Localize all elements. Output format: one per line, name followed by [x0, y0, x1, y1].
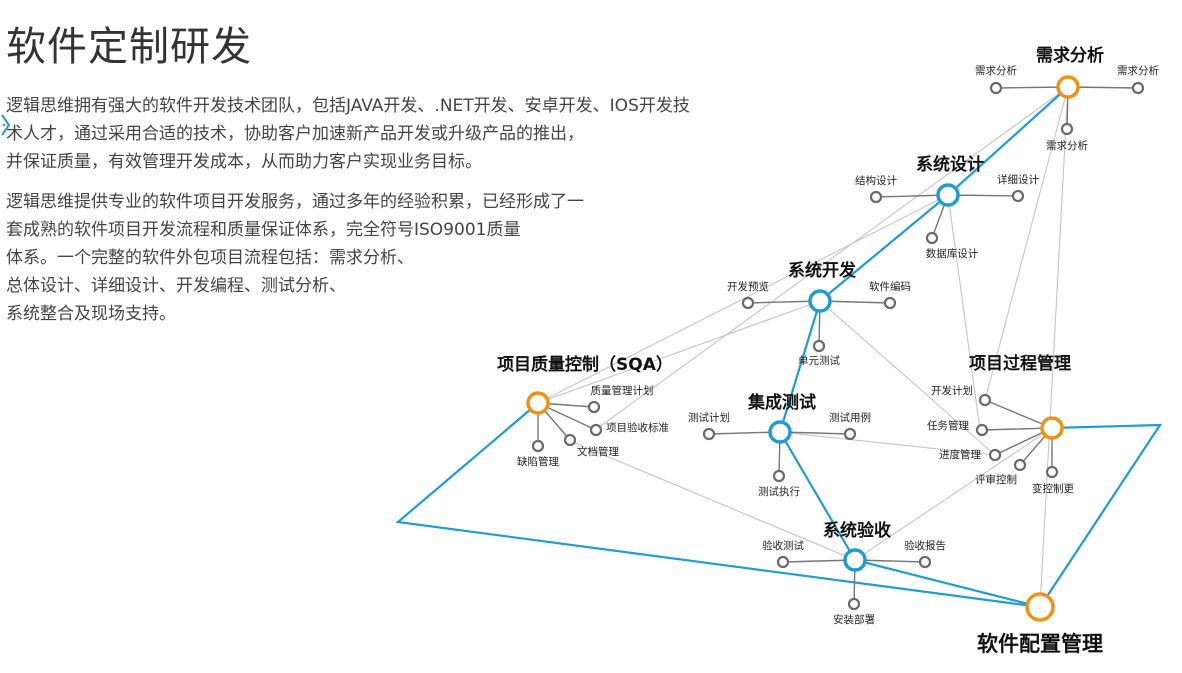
sub-node-icon [975, 423, 989, 437]
hub-integration-test: 集成测试 测试计划 测试用例 测试执行 [688, 392, 871, 498]
hub-node-icon [1056, 75, 1080, 99]
sub-label: 验收报告 [904, 539, 946, 552]
hub-node-icon [936, 183, 960, 207]
page-title: 软件定制研发 [6, 24, 252, 70]
sub-label: 项目验收标准 [606, 421, 669, 434]
sub-label: 软件编码 [869, 280, 911, 293]
sub-label: 评审控制 [975, 473, 1017, 486]
sub-node-icon [1013, 458, 1027, 472]
spokes [537, 86, 1139, 605]
sub-node-icon [812, 339, 826, 353]
hub-system-acceptance: 系统验收 验收测试 验收报告 安装部署 [762, 520, 946, 626]
hub-node-icon [1040, 416, 1064, 440]
main-flow-path [395, 86, 1163, 609]
sub-label: 开发计划 [931, 384, 973, 397]
hub-node-icon [808, 289, 832, 313]
hub-label: 系统验收 [823, 520, 891, 541]
sub-label: 变控制更 [1032, 482, 1074, 495]
intro-line: 并保证质量，有效管理开发成本，从而助力客户实现业务目标。 [6, 152, 482, 172]
detail-line: 体系。一个完整的软件外包项目流程包括：需求分析、 [6, 248, 414, 268]
hub-quality-control: 项目质量控制（SQA） 质量管理计划 项目验收标准 文档管理 缺陷管理 [497, 354, 673, 468]
sub-label: 测试计划 [688, 411, 730, 424]
sub-node-icon [589, 423, 603, 437]
scroll-grip-icon[interactable] [0, 112, 12, 138]
sub-label: 详细设计 [997, 173, 1039, 186]
sub-node-icon [776, 555, 790, 569]
intro-line: 术人才，通过采用合适的技术，协助客户加速新产品开发或升级产品的推出， [6, 124, 584, 144]
hub-label: 软件配置管理 [977, 632, 1103, 656]
gray-links [537, 86, 1069, 608]
hub-label: 系统开发 [788, 260, 857, 281]
sub-node-icon [1060, 122, 1074, 136]
sub-label: 缺陷管理 [517, 455, 559, 468]
sub-label: 需求分析 [1046, 139, 1088, 152]
sub-label: 结构设计 [855, 174, 897, 187]
sub-node-icon [918, 555, 932, 569]
detail-line: 套成熟的软件项目开发流程和质量保证体系，完全符号ISO9001质量 [6, 220, 521, 240]
hub-label: 项目过程管理 [969, 353, 1071, 374]
sub-node-icon [978, 393, 992, 407]
intro-text: 逻辑思维拥有强大的软件开发技术团队，包括JAVA开发、.NET开发、安卓开发、I… [6, 92, 756, 328]
hub-node-icon [1025, 592, 1055, 622]
hub-node-icon [768, 420, 792, 444]
sub-label: 测试用例 [829, 411, 871, 424]
sub-node-icon [531, 439, 545, 453]
sub-label: 质量管理计划 [591, 384, 654, 397]
detail-line: 逻辑思维提供专业的软件项目开发服务，通过多年的经验积累，已经形成了一 [6, 192, 584, 212]
sub-label: 测试执行 [758, 485, 800, 498]
hub-system-development: 系统开发 开发预览 软件编码 单元测试 [727, 260, 911, 367]
sub-node-icon [925, 231, 939, 245]
sub-node-icon [563, 433, 577, 447]
sub-node-icon [988, 448, 1002, 462]
sub-node-icon [869, 190, 883, 204]
sub-label: 开发预览 [727, 280, 769, 293]
sub-label: 需求分析 [1117, 64, 1159, 77]
hub-label: 项目质量控制（SQA） [497, 354, 673, 375]
detail-line: 系统整合及现场支持。 [6, 304, 176, 324]
sub-label: 数据库设计 [926, 247, 979, 260]
sub-label: 需求分析 [975, 64, 1017, 77]
sub-label: 文档管理 [577, 445, 619, 458]
sub-node-icon [883, 296, 897, 310]
hub-label: 集成测试 [747, 392, 816, 413]
hub-label: 系统设计 [916, 154, 984, 175]
sub-node-icon [989, 81, 1003, 95]
sub-node-icon [847, 597, 861, 611]
intro-line: 逻辑思维拥有强大的软件开发技术团队，包括JAVA开发、.NET开发、安卓开发、I… [6, 96, 690, 116]
hub-configuration-management: 软件配置管理 [977, 592, 1103, 656]
sub-label: 进度管理 [939, 448, 981, 461]
hub-requirements-analysis: 需求分析 需求分析 需求分析 需求分析 [975, 45, 1159, 152]
sub-label: 单元测试 [798, 354, 840, 367]
hub-label: 需求分析 [1036, 45, 1104, 66]
sub-node-icon [1011, 189, 1025, 203]
detail-line: 总体设计、详细设计、开发编程、测试分析、 [6, 276, 346, 296]
sub-node-icon [702, 427, 716, 441]
sub-label: 安装部署 [833, 613, 875, 626]
hub-node-icon [843, 548, 867, 572]
sub-node-icon [1131, 81, 1145, 95]
sub-label: 任务管理 [927, 419, 969, 432]
sub-node-icon [843, 427, 857, 441]
sub-node-icon [1045, 465, 1059, 479]
hub-system-design: 系统设计 结构设计 详细设计 数据库设计 [855, 154, 1039, 260]
hub-process-management: 项目过程管理 开发计划 任务管理 进度管理 评审控制 变控制更 [927, 353, 1074, 495]
sub-label: 验收测试 [762, 539, 804, 552]
sub-node-icon [772, 469, 786, 483]
sub-node-icon [741, 296, 755, 310]
sub-node-icon [587, 400, 601, 414]
hub-node-icon [526, 391, 550, 415]
